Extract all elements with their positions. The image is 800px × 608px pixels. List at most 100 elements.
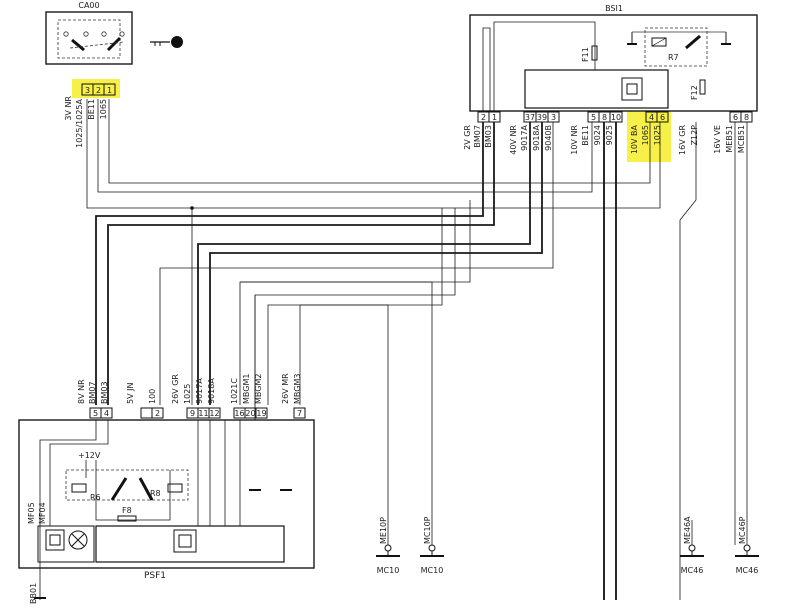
psf1-pin-11: 11 (198, 409, 208, 418)
bsi1-spec-10v-nr: 10V NR (570, 125, 579, 155)
psf1-pins: 5 4 2 9 11 12 16 20 19 7 (89, 407, 306, 419)
psf1-pin-5: 5 (93, 409, 98, 418)
bsi1-pin-6: 6 (660, 113, 665, 122)
bsi1-chip-icon (621, 77, 643, 101)
bsi1-pin-8b: 8 (744, 113, 749, 122)
psf1-pin-12: 12 (209, 409, 219, 418)
psf1-lamp-icon (68, 530, 88, 550)
ca00-wire-be11: BE11 (87, 99, 96, 120)
bsi1-label: BSI1 (605, 4, 623, 13)
psf1-wire-9018a: 9018A (207, 378, 216, 404)
bsi1-wire-9040b: 9040B (544, 125, 553, 151)
ground-label-mc10b: MC10 (421, 566, 444, 575)
ground-me46a: ME46A MC46 (680, 516, 704, 575)
bsi1-pins: 2 1 37 39 3 5 8 10 4 6 6 8 (477, 111, 753, 123)
psf1-pin-16: 16 (234, 409, 244, 418)
ground-mc10p: MC10P MC10 (420, 516, 444, 575)
psf1-label: PSF1 (144, 571, 166, 581)
bsi1-spec-2v-gr: 2V GR (463, 125, 472, 150)
psf1-wire-1025: 1025 (183, 384, 192, 404)
psf1-pin-4: 4 (104, 409, 109, 418)
ca00-connector: 3 2 1 3V NR 1025/1025A BE11 1065 (64, 83, 116, 148)
bsi1-wire-mcb51: MCB51 (737, 125, 746, 153)
ca00-wire-1025: 1025/1025A (75, 98, 84, 147)
psf1-wire-bm03: BM03 (100, 381, 109, 404)
ground-mc46p: MC46P MC46 (735, 516, 759, 575)
psf1-spec-8v-nr: 8V NR (77, 379, 86, 404)
bsi1-relay-r7: R7 (668, 53, 679, 62)
bsi1-spec-40v-nr: 40V NR (509, 125, 518, 155)
ground-wire-me10p: ME10P (379, 517, 388, 544)
psf1-pin-20: 20 (245, 409, 255, 418)
ground-label-mc46b: MC46 (736, 566, 759, 575)
bsi1-pin-8: 8 (602, 113, 607, 122)
bsi1-pin-6b: 6 (733, 113, 738, 122)
psf1-pin-7: 7 (297, 409, 302, 418)
bsi1-fuse-f12: F12 (690, 85, 699, 100)
ca00-pin-2: 2 (96, 86, 101, 95)
ca00-label: CA00 (78, 1, 99, 10)
bsi1-wire-1025: 1025 (653, 125, 662, 145)
psf1-component: PSF1 +12V R6 R8 F8 (18, 419, 315, 600)
bsi1-wire-be11: BE11 (581, 125, 590, 146)
ground-wire-me46a: ME46A (683, 516, 692, 544)
bsi1-wire-9017a: 9017A (520, 124, 529, 150)
bsi1-module (524, 69, 669, 109)
key-icon (150, 36, 183, 48)
ca00-pin-1: 1 (107, 86, 112, 95)
bsi1-wire-9024: 9024 (593, 125, 602, 145)
psf1-spec-26v-gr: 26V GR (171, 374, 180, 404)
psf1-pin-9: 9 (190, 409, 195, 418)
psf1-wire-100: 100 (148, 389, 157, 404)
wiring-harness (86, 21, 748, 600)
psf1-wire-mf04: MF04 (38, 502, 47, 524)
bsi1-pin-4: 4 (649, 113, 654, 122)
bsi1-fuse-f11: F11 (581, 47, 590, 62)
psf1-wire-labels: 8V NR BM07 BM03 5V JN 100 26V GR 1025 90… (27, 373, 302, 604)
bsi1-wire-9025: 9025 (605, 125, 614, 145)
bsi1-wire-1065: 1065 (641, 125, 650, 145)
ground-wire-mc10p: MC10P (423, 516, 432, 544)
psf1-relay-r8: R8 (150, 489, 161, 498)
bsi1-spec-16v-ve: 16V VE (713, 125, 722, 154)
bsi1-wire-z12p: Z12P (690, 125, 699, 146)
psf1-relay-r6: R6 (90, 493, 101, 502)
psf1-fuse-f8: F8 (122, 506, 132, 515)
psf1-wire-bm07: BM07 (88, 381, 97, 404)
ground-points: ME10P MC10 MC10P MC10 ME46A MC46 MC46P M… (34, 489, 759, 599)
psf1-pin-2: 2 (155, 409, 160, 418)
psf1-wire-9017a: 9017A (195, 378, 204, 404)
ground-me10p: ME10P MC10 (376, 517, 400, 575)
bsi1-pin-1: 1 (492, 113, 497, 122)
psf1-pin-19: 19 (256, 409, 266, 418)
psf1-module (95, 525, 285, 563)
psf1-wire-1021c: 1021C (230, 378, 239, 404)
ca00-connector-spec: 3V NR (64, 96, 73, 121)
ground-label-mc10a: MC10 (377, 566, 400, 575)
psf1-chip-icon (173, 529, 197, 553)
bsi1-wire-bm03: BM03 (484, 125, 493, 148)
bsi1-spec-10v-ba: 10V BA (630, 124, 639, 154)
psf1-wire-mbgm2: MBGM2 (254, 374, 263, 404)
bsi1-pin-39: 39 (537, 113, 547, 122)
psf1-wire-bb01: BB01 (29, 583, 38, 604)
ca00-pin-3: 3 (85, 86, 90, 95)
bsi1-wire-labels: 2V GR BM07 BM03 40V NR 9017A 9018A 9040B… (463, 124, 746, 154)
bsi1-pins-highlight (627, 109, 671, 162)
ground-label-mc46a: MC46 (681, 566, 704, 575)
ground-wire-mc46p: MC46P (738, 516, 747, 544)
psf1-supply: +12V (78, 451, 101, 460)
ca00-component: CA00 (45, 1, 133, 65)
bsi1-wire-bm07: BM07 (473, 125, 482, 148)
bsi1-pin-37: 37 (525, 113, 535, 122)
bsi1-wire-meb51: MEB51 (725, 125, 734, 153)
psf1-wire-mf05: MF05 (27, 502, 36, 524)
ca00-wire-1065: 1065 (99, 99, 108, 119)
bsi1-pin-3: 3 (551, 113, 556, 122)
bsi1-spec-16v-gr: 16V GR (678, 125, 687, 155)
bsi1-pin-10: 10 (611, 113, 621, 122)
psf1-spec-5v-jn: 5V JN (126, 383, 135, 404)
bsi1-component: BSI1 R7 F11 F12 (469, 4, 758, 112)
bsi1-wire-9018a: 9018A (532, 124, 541, 150)
